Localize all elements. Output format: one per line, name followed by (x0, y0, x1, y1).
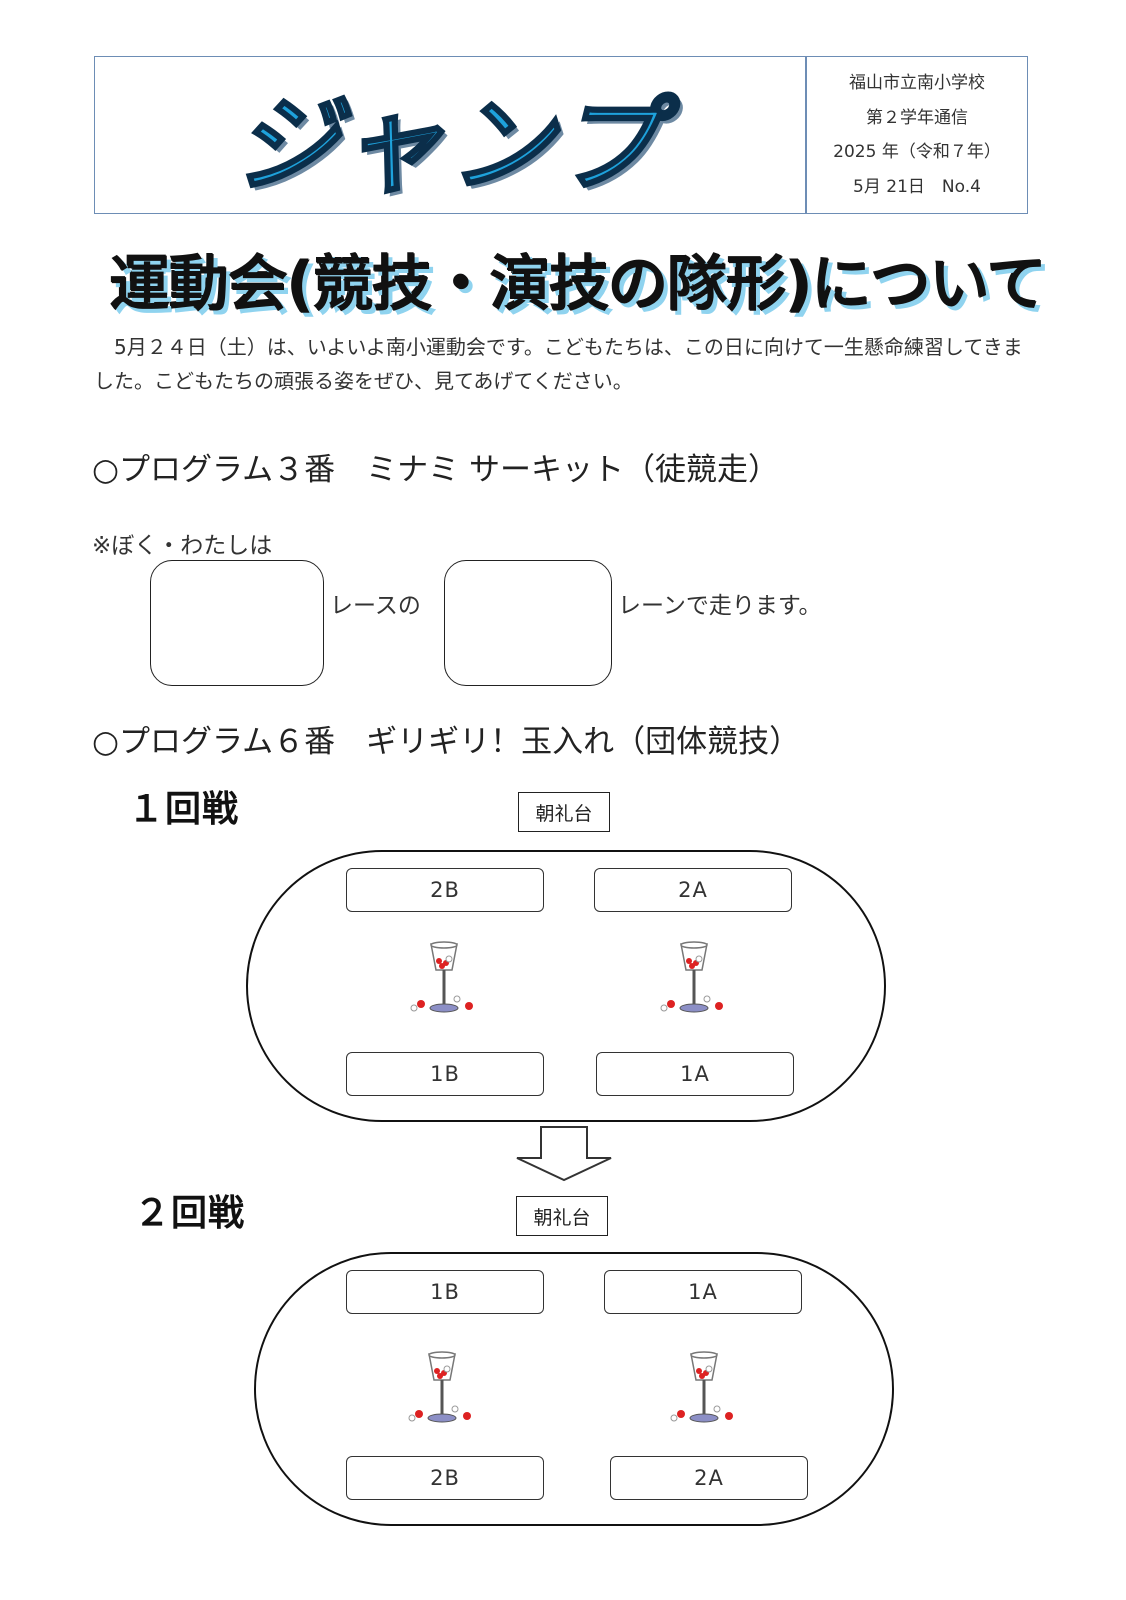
race-number-box[interactable] (150, 560, 324, 686)
ball-basket-icon (408, 1351, 471, 1423)
issue-date-number: 5月 21日 No.4 (853, 177, 981, 197)
newsletter-title: ジャンプ (233, 82, 666, 207)
headline: 運動会(競技・演技の隊形)について (110, 250, 1047, 320)
info-frame (806, 56, 1028, 214)
program6-title: ○プログラム６番 ギリギリ！玉入れ（団体競技） (92, 724, 801, 760)
issue-year: 2025 年（令和７年） (833, 142, 1001, 162)
down-arrow-icon (516, 1126, 612, 1182)
round1-team-bottom-right: 1A (596, 1052, 794, 1096)
school-name: 福山市立南小学校 (849, 73, 985, 93)
race-text: レースの (330, 593, 421, 619)
intro-paragraph: 5月２４日（土）は、いよいよ南小運動会です。こどもたちは、この日に向けて一生懸命… (94, 335, 1023, 393)
round2-team-top-left: 1B (346, 1270, 544, 1314)
round2-team-top-right: 1A (604, 1270, 802, 1314)
round2-team-bottom-left: 2B (346, 1456, 544, 1500)
round2-team-bottom-right: 2A (610, 1456, 808, 1500)
round1-team-top-right: 2A (594, 868, 792, 912)
ball-basket-icon (660, 941, 723, 1013)
ball-basket-icon (410, 941, 473, 1013)
round2-platform: 朝礼台 (516, 1196, 608, 1236)
round2-label: ２回戦 (134, 1193, 246, 1234)
program3-note: ※ぼく・わたしは (92, 533, 273, 559)
round1-platform: 朝礼台 (518, 792, 610, 832)
grade-letter: 第２学年通信 (866, 108, 968, 128)
lane-text: レーンで走ります。 (618, 593, 822, 619)
lane-number-box[interactable] (444, 560, 612, 686)
round1-label: １回戦 (128, 789, 240, 830)
ball-basket-icon (670, 1351, 733, 1423)
program3-title: ○プログラム３番 ミナミ サーキット（徒競走） (92, 452, 779, 488)
title-frame (94, 56, 806, 214)
round1-team-bottom-left: 1B (346, 1052, 544, 1096)
round1-team-top-left: 2B (346, 868, 544, 912)
